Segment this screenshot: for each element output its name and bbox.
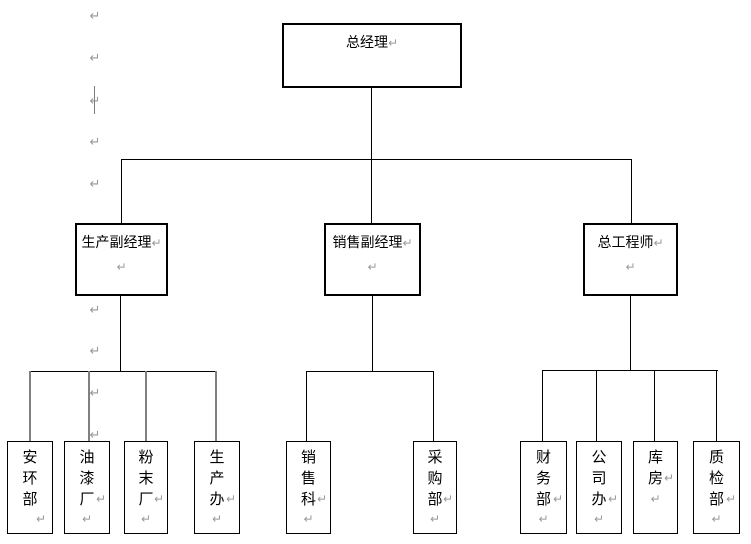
org-node-safety-environment-dept[interactable]: 安环部 ↵ [7,441,53,534]
connector-drop [716,370,717,441]
connector-drop [88,371,90,441]
node-label: 采购部 [427,448,443,508]
node-label: 安环部 [22,448,38,508]
node-label: 公司办 [591,448,607,508]
paragraph-mark: ↵ [89,9,101,24]
node-label: 总工程师 [597,235,654,251]
connector-production-horizontal [29,371,217,372]
connector-drop [542,370,543,441]
connector-level2-horizontal [121,159,632,160]
paragraph-mark: ↵ [95,492,106,506]
node-label-line: 生产副经理↵ [77,234,166,252]
paragraph-mark: ↵ [89,344,101,359]
paragraph-mark: ↵ [625,260,636,274]
paragraph-mark: ↵ [387,36,399,50]
org-node-general-manager[interactable]: 总经理↵ [282,23,462,88]
org-node-sales-deputy-manager[interactable]: 销售副经理↵ ↵ [324,223,421,296]
text-cursor [94,86,95,114]
connector-engineer-drop [631,159,632,223]
paragraph-mark: ↵ [367,260,378,274]
paragraph-mark: ↵ [116,260,127,274]
connector-sales-stem [372,295,373,372]
paragraph-mark: ↵ [211,512,223,526]
paragraph-mark: ↵ [402,236,413,250]
connector-engineer-horizontal [542,370,718,371]
node-label-line: 销售副经理↵ [326,234,419,252]
paragraph-mark: ↵ [81,512,93,526]
connector-drop [215,371,217,441]
paragraph-mark: ↵ [316,492,327,506]
connector-engineer-stem [630,295,631,371]
connector-drop [306,371,307,441]
node-empty-line: ↵ [585,260,676,274]
org-node-production-office[interactable]: 生产办 ↵ ↵ [194,441,240,534]
paragraph-mark: ↵ [303,512,314,526]
connector-drop [29,371,31,441]
connector-drop [654,370,655,441]
paragraph-mark: ↵ [429,512,441,526]
node-empty-line: ↵ [326,260,419,274]
paragraph-mark: ↵ [140,512,152,526]
paragraph-mark: ↵ [552,492,563,506]
org-node-finance-dept[interactable]: 财务部 ↵ ↵ [520,441,567,534]
org-node-purchasing-dept[interactable]: 采购部 ↵ ↵ [413,441,457,534]
paragraph-mark: ↵ [650,492,661,506]
connector-drop [145,371,147,441]
paragraph-mark: ↵ [442,492,453,506]
paragraph-mark: ↵ [607,492,618,506]
paragraph-mark: ↵ [89,135,101,150]
connector-root-stem [371,88,372,223]
org-node-quality-inspection-dept[interactable]: 质检部 ↵ ↵ [693,441,740,534]
paragraph-mark: ↵ [663,471,674,485]
paragraph-mark: ↵ [89,51,101,66]
connector-drop [433,371,434,441]
paragraph-mark: ↵ [711,512,722,526]
connector-sales-horizontal [306,371,434,372]
node-label: 质检部 [708,448,724,508]
node-label: 销售副经理 [332,235,403,251]
paragraph-mark: ↵ [653,236,664,250]
node-label: 生产办 [209,448,225,508]
connector-production-stem [120,295,121,372]
node-empty-line: ↵ [77,260,166,274]
org-node-company-office[interactable]: 公司办 ↵ ↵ [576,441,622,534]
paragraph-mark: ↵ [153,492,164,506]
paragraph-mark: ↵ [89,177,101,192]
connector-production-drop [121,159,122,223]
node-label: 销售科 [300,448,316,508]
node-label-line: 总经理↵ [284,34,460,52]
node-label: 总经理 [345,35,388,51]
org-node-chief-engineer[interactable]: 总工程师↵ ↵ [583,223,678,296]
node-label: 生产副经理 [81,235,152,251]
paragraph-mark: ↵ [538,512,549,526]
connector-drop [596,370,597,441]
paragraph-mark: ↵ [89,386,101,401]
paragraph-mark: ↵ [225,492,236,506]
node-label: 财务部 [535,448,551,508]
org-node-sales-section[interactable]: 销售科 ↵ ↵ [286,441,331,534]
node-label: 库房 [647,448,663,487]
paragraph-mark: ↵ [89,428,101,443]
node-label: 粉末厂 [138,448,154,508]
paragraph-mark: ↵ [593,512,605,526]
paragraph-mark: ↵ [89,303,101,318]
org-node-powder-factory[interactable]: 粉末厂 ↵ ↵ [124,441,168,534]
paragraph-mark: ↵ [89,94,101,109]
org-node-production-deputy-manager[interactable]: 生产副经理↵ ↵ [75,223,168,296]
org-node-warehouse[interactable]: 库房 ↵ ↵ [633,441,678,534]
paragraph-mark: ↵ [725,492,736,506]
org-node-paint-factory[interactable]: 油漆厂 ↵ ↵ [64,441,110,534]
node-label-line: 总工程师↵ [585,234,676,252]
paragraph-mark: ↵ [35,512,46,526]
node-label: 油漆厂 [79,448,95,508]
paragraph-mark: ↵ [151,236,162,250]
